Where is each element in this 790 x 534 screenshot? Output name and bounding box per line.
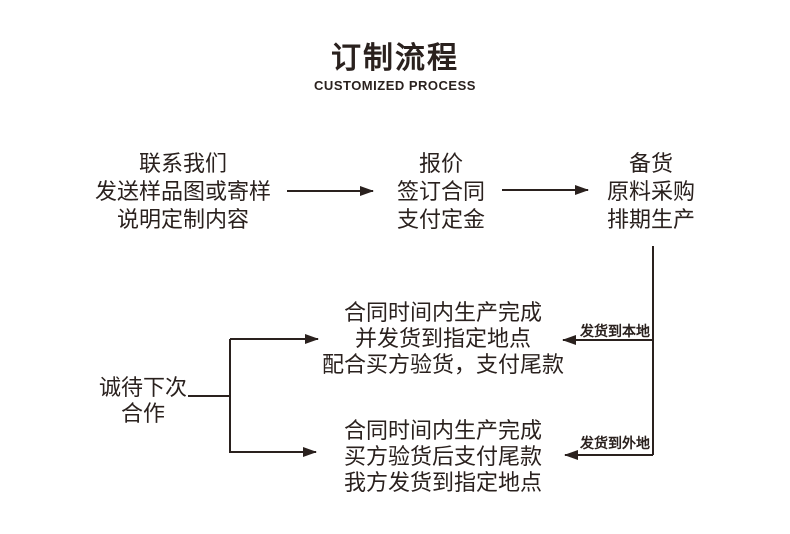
step-contact-line: 发送样品图或寄样 bbox=[94, 179, 271, 204]
step-next-cooperation: 诚待下次 合作 bbox=[68, 375, 218, 427]
step-contact: 联系我们 发送样品图或寄样 说明定制内容 bbox=[73, 150, 293, 234]
step-remote-outcome-line: 我方发货到指定地点 bbox=[343, 470, 542, 495]
step-contact-line: 联系我们 bbox=[138, 151, 227, 176]
step-stock-line: 排期生产 bbox=[606, 207, 695, 232]
step-local-outcome: 合同时间内生产完成 并发货到指定地点 配合买方验货，支付尾款 bbox=[308, 300, 578, 378]
step-next-cooperation-line: 合作 bbox=[120, 401, 165, 426]
step-stock-line: 备货 bbox=[628, 151, 673, 176]
arrow-label-to-local: 发货到本地 bbox=[580, 323, 650, 339]
step-remote-outcome-line: 合同时间内生产完成 bbox=[343, 418, 542, 443]
step-remote-outcome: 合同时间内生产完成 买方验货后支付尾款 我方发货到指定地点 bbox=[308, 418, 578, 496]
step-next-cooperation-line: 诚待下次 bbox=[98, 375, 187, 400]
step-quote-line: 报价 bbox=[418, 151, 463, 176]
step-quote-line: 签订合同 bbox=[396, 179, 485, 204]
step-contact-line: 说明定制内容 bbox=[116, 207, 249, 232]
arrow-label-to-remote: 发货到外地 bbox=[580, 435, 650, 451]
step-quote: 报价 签订合同 支付定金 bbox=[331, 150, 551, 234]
step-local-outcome-line: 配合买方验货，支付尾款 bbox=[321, 352, 564, 377]
step-stock: 备货 原料采购 排期生产 bbox=[541, 150, 761, 234]
step-quote-line: 支付定金 bbox=[396, 207, 485, 232]
step-stock-line: 原料采购 bbox=[606, 179, 695, 204]
step-local-outcome-line: 并发货到指定地点 bbox=[354, 326, 531, 351]
page-subtitle: CUSTOMIZED PROCESS bbox=[314, 78, 476, 93]
step-remote-outcome-line: 买方验货后支付尾款 bbox=[343, 444, 542, 469]
step-local-outcome-line: 合同时间内生产完成 bbox=[343, 300, 542, 325]
page-title: 订制流程 bbox=[331, 42, 459, 75]
